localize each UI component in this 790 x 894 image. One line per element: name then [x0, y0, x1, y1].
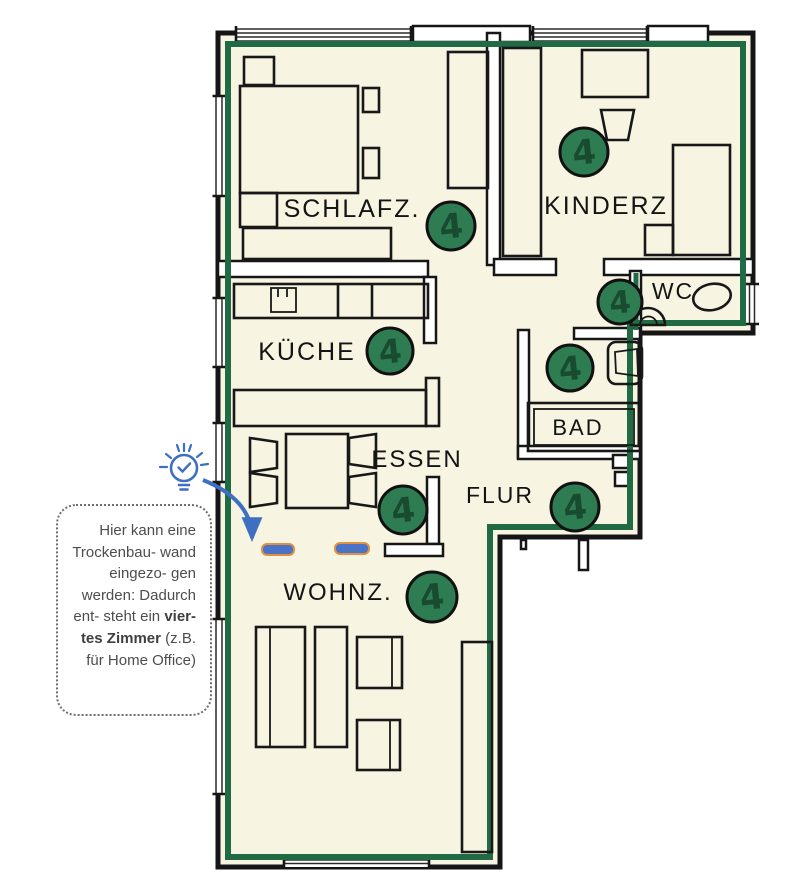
svg-text:4: 4 [561, 487, 589, 529]
room-label-wc: WC [652, 278, 694, 304]
room-label-schlafzimmer: SCHLAFZ. [284, 195, 421, 223]
svg-text:4: 4 [437, 206, 465, 248]
desk [580, 48, 650, 99]
sideboard [460, 640, 494, 854]
svg-text:4: 4 [607, 284, 632, 322]
window-kueche-left [212, 296, 227, 369]
room-badge-kueche: 4 [365, 326, 415, 376]
furniture-schlafzimmer [238, 50, 490, 261]
furniture-kinderzimmer [501, 46, 732, 258]
wall-shelf [361, 86, 381, 114]
closet [501, 46, 543, 258]
single-bed [671, 143, 732, 257]
wall-kinderz-bottom [492, 257, 558, 277]
window-schlafzimmer-left [212, 94, 227, 198]
furniture-kueche [232, 282, 441, 428]
window-essen-left [212, 421, 227, 484]
shelf-box [613, 470, 631, 488]
svg-text:4: 4 [557, 348, 584, 389]
dresser [241, 226, 393, 261]
lightbulb-icon [158, 442, 210, 491]
washbasin [606, 340, 644, 386]
proposed-wall-dash [261, 543, 295, 556]
armchair [355, 718, 402, 772]
svg-text:4: 4 [377, 331, 404, 372]
window-schlafzimmer-top [234, 26, 413, 42]
wardrobe [446, 50, 490, 190]
armchair [355, 635, 404, 690]
wall-wc-top [602, 257, 755, 277]
annotation-arrow [202, 478, 263, 542]
svg-text:4: 4 [418, 577, 446, 619]
furniture-wohnzimmer [254, 625, 494, 854]
room-badge-wohnzimmer: 4 [405, 570, 459, 624]
toilet [691, 282, 733, 312]
night-table [643, 223, 675, 257]
wall-bad-bottom [516, 444, 642, 461]
wall-shelf [361, 146, 381, 180]
door-threshold-tick [519, 538, 528, 551]
annotation-text-after: (z.B. für Home Office) [86, 629, 196, 669]
wall-kueche-right [422, 275, 438, 345]
furniture-essen [248, 432, 378, 510]
room-label-wohnzimmer: WOHNZ. [283, 579, 392, 606]
kitchen-sink-taps [277, 289, 288, 297]
counter-divider [336, 284, 374, 318]
wc-sink-basin [639, 315, 658, 326]
room-label-kinderzimmer: KINDERZ [544, 192, 668, 220]
chair [248, 436, 279, 474]
bathtub [526, 401, 642, 453]
room-badge-wc: 4 [596, 278, 644, 326]
chair [347, 432, 378, 470]
wall-block [646, 24, 710, 44]
chair [347, 471, 378, 509]
window-kinderzimmer-top [531, 26, 649, 42]
window-wc-right [746, 282, 759, 326]
chair [599, 108, 636, 142]
wall-bad-top [572, 326, 642, 341]
window-wohnzimmer-left [212, 617, 227, 796]
kitchen-counter [232, 282, 430, 320]
sofa [254, 625, 307, 749]
room-label-essen: ESSEN [371, 446, 462, 473]
apartment-footprint [218, 33, 753, 867]
fixtures-bad [526, 340, 644, 453]
annotation-text-bold: vier- tes Zimmer [80, 608, 196, 647]
wall-essen-stub-horizontal [383, 542, 445, 558]
room-badge-schlafzimmer: 4 [425, 200, 477, 252]
entry-door-jamb [577, 538, 590, 572]
room-label-bad: BAD [552, 415, 603, 440]
svg-text:4: 4 [570, 132, 598, 174]
sofa-section [313, 625, 349, 749]
counter-end [424, 376, 441, 428]
wall-schlafz-bottom [216, 259, 430, 279]
room-badge-bad: 4 [545, 343, 595, 393]
room-label-flur: FLUR [466, 482, 534, 508]
chair [248, 471, 279, 509]
wall-essen-stub-vertical [425, 475, 441, 546]
room-badge-flur: 4 [549, 481, 601, 533]
room-label-kueche: KÜCHE [258, 338, 356, 366]
room-badge-essen: 4 [377, 484, 429, 536]
double-bed [238, 84, 360, 195]
washbasin-bowl [614, 347, 639, 378]
kitchen-sink [270, 287, 297, 313]
wall-block [411, 24, 532, 44]
annotation-callout: Hier kann eine Trockenbau- wand eingezo-… [56, 504, 212, 716]
annotation-text: Hier kann eine Trockenbau- wand eingezo-… [72, 522, 196, 626]
wall-highlight-green [225, 41, 746, 860]
room-badge-kinderzimmer: 4 [558, 126, 610, 178]
bathtub-inner [533, 408, 635, 446]
dining-table [284, 432, 350, 510]
svg-text:4: 4 [389, 490, 417, 532]
proposed-wall-dash [334, 542, 370, 555]
